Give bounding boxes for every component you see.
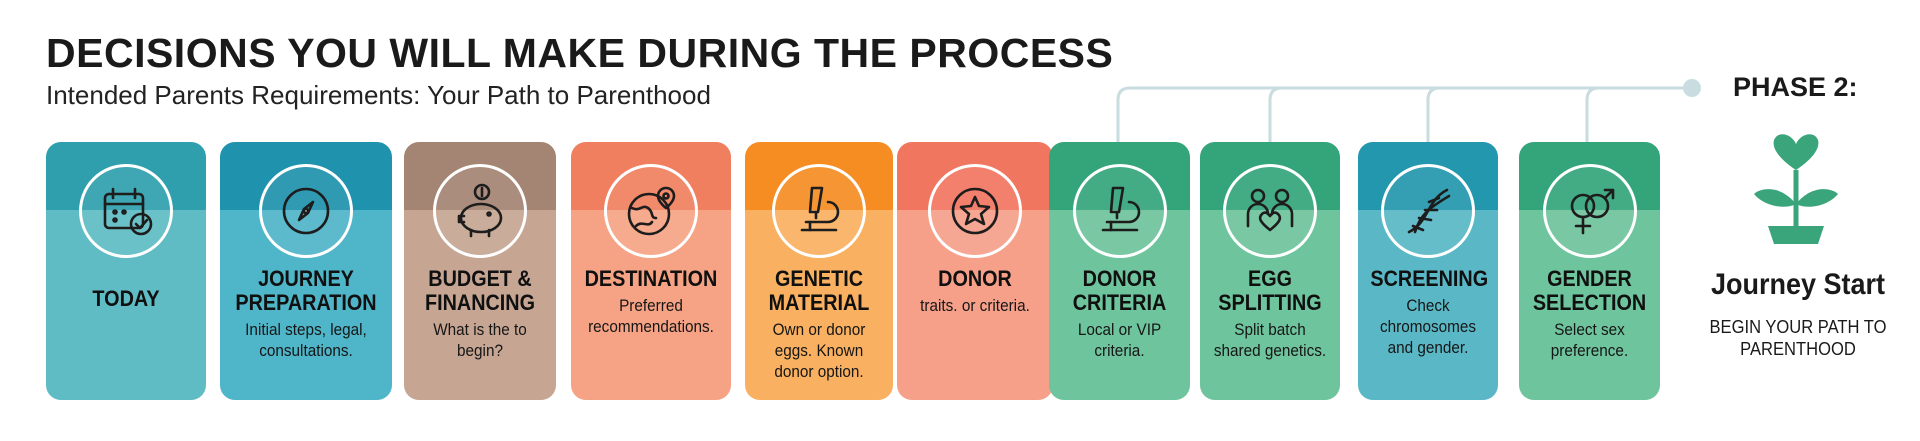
step-title: DONOR xyxy=(938,266,1012,291)
step-title: TODAY xyxy=(92,286,160,311)
step-description: traits. or criteria. xyxy=(920,296,1030,315)
step-icon-circle xyxy=(1381,164,1475,258)
step-description: Own or donor eggs. Known donor option. xyxy=(772,320,866,381)
step-description: Select sex preference. xyxy=(1550,320,1629,360)
step-text: BUDGET & FINANCING What is the to begin? xyxy=(410,267,550,361)
step-text: DONOR CRITERIA Local or VIP criteria. xyxy=(1055,267,1184,361)
globe-pin-icon xyxy=(627,186,676,236)
step-icon-circle xyxy=(1223,164,1317,258)
step-card-9: SCREENING Check chromosomes and gender. xyxy=(1358,142,1498,400)
step-description: Check chromosomes and gender. xyxy=(1379,296,1477,357)
step-card-5: GENETIC MATERIAL Own or donor eggs. Known… xyxy=(745,142,893,400)
sprout-heart-icon xyxy=(1754,134,1838,244)
step-icon-circle xyxy=(1072,164,1167,258)
journey-start-subtitle: BEGIN YOUR PATH TO PARENTHOOD xyxy=(1709,317,1887,359)
step-title: GENDER SELECTION xyxy=(1532,266,1647,315)
star-badge-icon xyxy=(951,187,999,235)
dna-icon xyxy=(1407,188,1451,234)
step-icon-circle xyxy=(772,164,866,258)
connector-end-dot xyxy=(1683,79,1701,97)
connector-branch-4 xyxy=(1585,86,1600,142)
step-text: EGG SPLITTING Split batch shared genetics… xyxy=(1206,267,1334,361)
compass-icon xyxy=(282,187,330,235)
step-text: DESTINATION Preferred recommendations. xyxy=(577,267,725,337)
page-subtitle: Intended Parents Requirements: Your Path… xyxy=(46,80,711,110)
step-description: Split batch shared genetics. xyxy=(1213,320,1327,360)
step-card-1: TODAY xyxy=(46,142,206,400)
page-title: DECISIONS YOU WILL MAKE DURING THE PROCE… xyxy=(46,30,1114,76)
step-card-7: DONOR CRITERIA Local or VIP criteria. xyxy=(1049,142,1190,400)
phase-label: PHASE 2: xyxy=(1733,72,1858,102)
journey-start-title: Journey Start xyxy=(1710,268,1886,301)
step-title: BUDGET & FINANCING xyxy=(425,266,535,315)
step-icon-circle xyxy=(1542,164,1637,258)
step-text: JOURNEY PREPARATION Initial steps, legal,… xyxy=(226,267,386,361)
connector-branch-3 xyxy=(1426,86,1441,142)
couple-heart-icon xyxy=(1246,188,1294,232)
step-description: Local or VIP criteria. xyxy=(1077,320,1162,360)
step-text: SCREENING Check chromosomes and gender. xyxy=(1364,267,1492,358)
step-title: EGG SPLITTING xyxy=(1218,266,1322,315)
step-icon-circle xyxy=(928,164,1022,258)
step-title: DONOR CRITERIA xyxy=(1072,266,1167,315)
calendar-check-icon xyxy=(103,187,153,236)
step-card-6: DONOR traits. or criteria. xyxy=(897,142,1053,400)
step-text: GENETIC MATERIAL Own or donor eggs. Known… xyxy=(751,267,887,382)
step-title: JOURNEY PREPARATION xyxy=(235,266,377,315)
microscope-icon xyxy=(1101,186,1140,232)
step-icon-circle xyxy=(604,164,698,258)
connector-main-line xyxy=(1116,86,1692,142)
step-description: Preferred recommendations. xyxy=(588,296,714,336)
step-title: SCREENING xyxy=(1370,266,1489,291)
connector-branch-2 xyxy=(1268,86,1283,142)
step-description: What is the to begin? xyxy=(433,320,527,360)
step-card-10: GENDER SELECTION Select sex preference. xyxy=(1519,142,1660,400)
step-card-4: DESTINATION Preferred recommendations. xyxy=(571,142,731,400)
step-icon-circle xyxy=(79,164,173,258)
step-description: Initial steps, legal, consultations. xyxy=(245,320,367,360)
step-text: GENDER SELECTION Select sex preference. xyxy=(1525,267,1654,361)
step-card-3: BUDGET & FINANCING What is the to begin? xyxy=(404,142,556,400)
step-icon-circle xyxy=(433,164,527,258)
piggy-bank-icon xyxy=(457,183,503,238)
step-icon-circle xyxy=(259,164,353,258)
microscope-icon xyxy=(800,186,840,232)
step-title: GENETIC MATERIAL xyxy=(768,266,870,315)
step-title: DESTINATION xyxy=(584,266,718,291)
step-text: DONOR traits. or criteria. xyxy=(903,267,1047,316)
gender-symbols-icon xyxy=(1570,188,1614,235)
step-card-8: EGG SPLITTING Split batch shared genetics… xyxy=(1200,142,1340,400)
step-text: TODAY xyxy=(52,287,200,311)
step-card-2: JOURNEY PREPARATION Initial steps, legal,… xyxy=(220,142,392,400)
